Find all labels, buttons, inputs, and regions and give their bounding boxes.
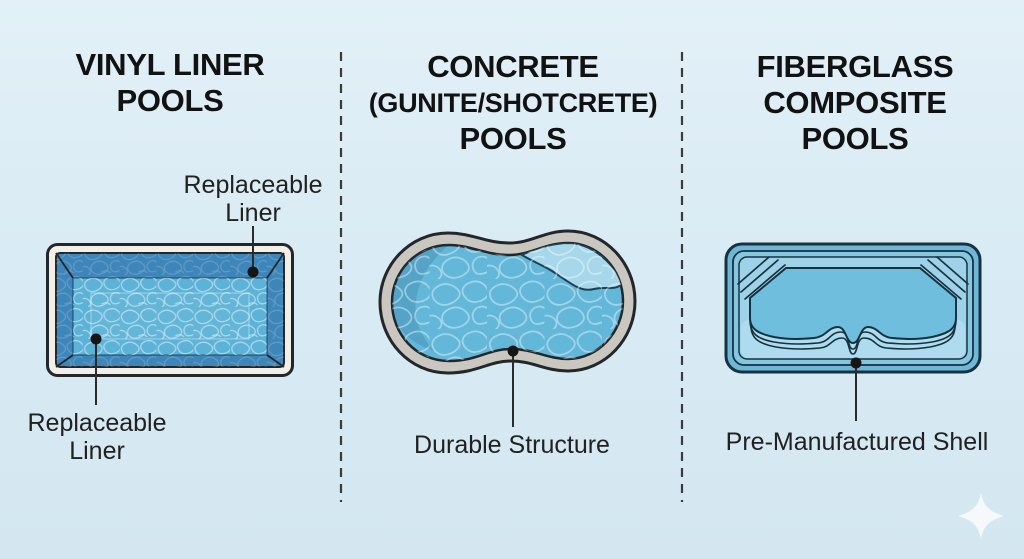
title-line: VINYL LINER xyxy=(75,47,265,82)
concrete-pool-illustration xyxy=(378,229,637,375)
title-line: CONCRETE xyxy=(427,49,599,84)
title-line: FIBERGLASS xyxy=(756,49,954,84)
sparkle-icon xyxy=(958,493,1004,539)
callout-label-replaceable-liner-bottom: Replaceable Liner xyxy=(0,409,194,465)
callout-label-pre-manufactured-shell: Pre-Manufactured Shell xyxy=(707,428,1007,456)
label-line: Replaceable xyxy=(183,171,323,199)
vinyl-pool-illustration xyxy=(46,243,294,377)
title-line: (GUNITE/SHOTCRETE) xyxy=(368,88,658,118)
label-line: Durable Structure xyxy=(414,431,610,459)
pool-water-texture xyxy=(392,243,623,361)
title-line: POOLS xyxy=(801,121,909,156)
label-line: Liner xyxy=(225,199,281,227)
pool-water-texture xyxy=(73,278,267,355)
water-highlight-frame xyxy=(90,292,250,340)
callout-label-durable-structure: Durable Structure xyxy=(362,431,662,459)
title-line: POOLS xyxy=(459,121,567,156)
column-title-vinyl: VINYL LINER POOLS xyxy=(20,47,320,119)
bottom-contour-lines xyxy=(749,319,957,355)
column-title-fiberglass: FIBERGLASS COMPOSITE POOLS xyxy=(705,49,1005,157)
title-line: POOLS xyxy=(116,83,224,118)
callout-label-replaceable-liner-top: Replaceable Liner xyxy=(153,171,353,227)
label-line: Pre-Manufactured Shell xyxy=(725,428,989,456)
corner-bevel-lines xyxy=(55,252,285,368)
title-line: COMPOSITE xyxy=(763,85,947,120)
label-line: Liner xyxy=(69,437,125,465)
corner-step-lines xyxy=(737,256,969,300)
fiberglass-pool-illustration xyxy=(724,242,982,374)
column-title-concrete: CONCRETE (GUNITE/SHOTCRETE) POOLS xyxy=(363,49,663,157)
pool-water xyxy=(749,267,957,345)
label-line: Replaceable xyxy=(27,409,167,437)
